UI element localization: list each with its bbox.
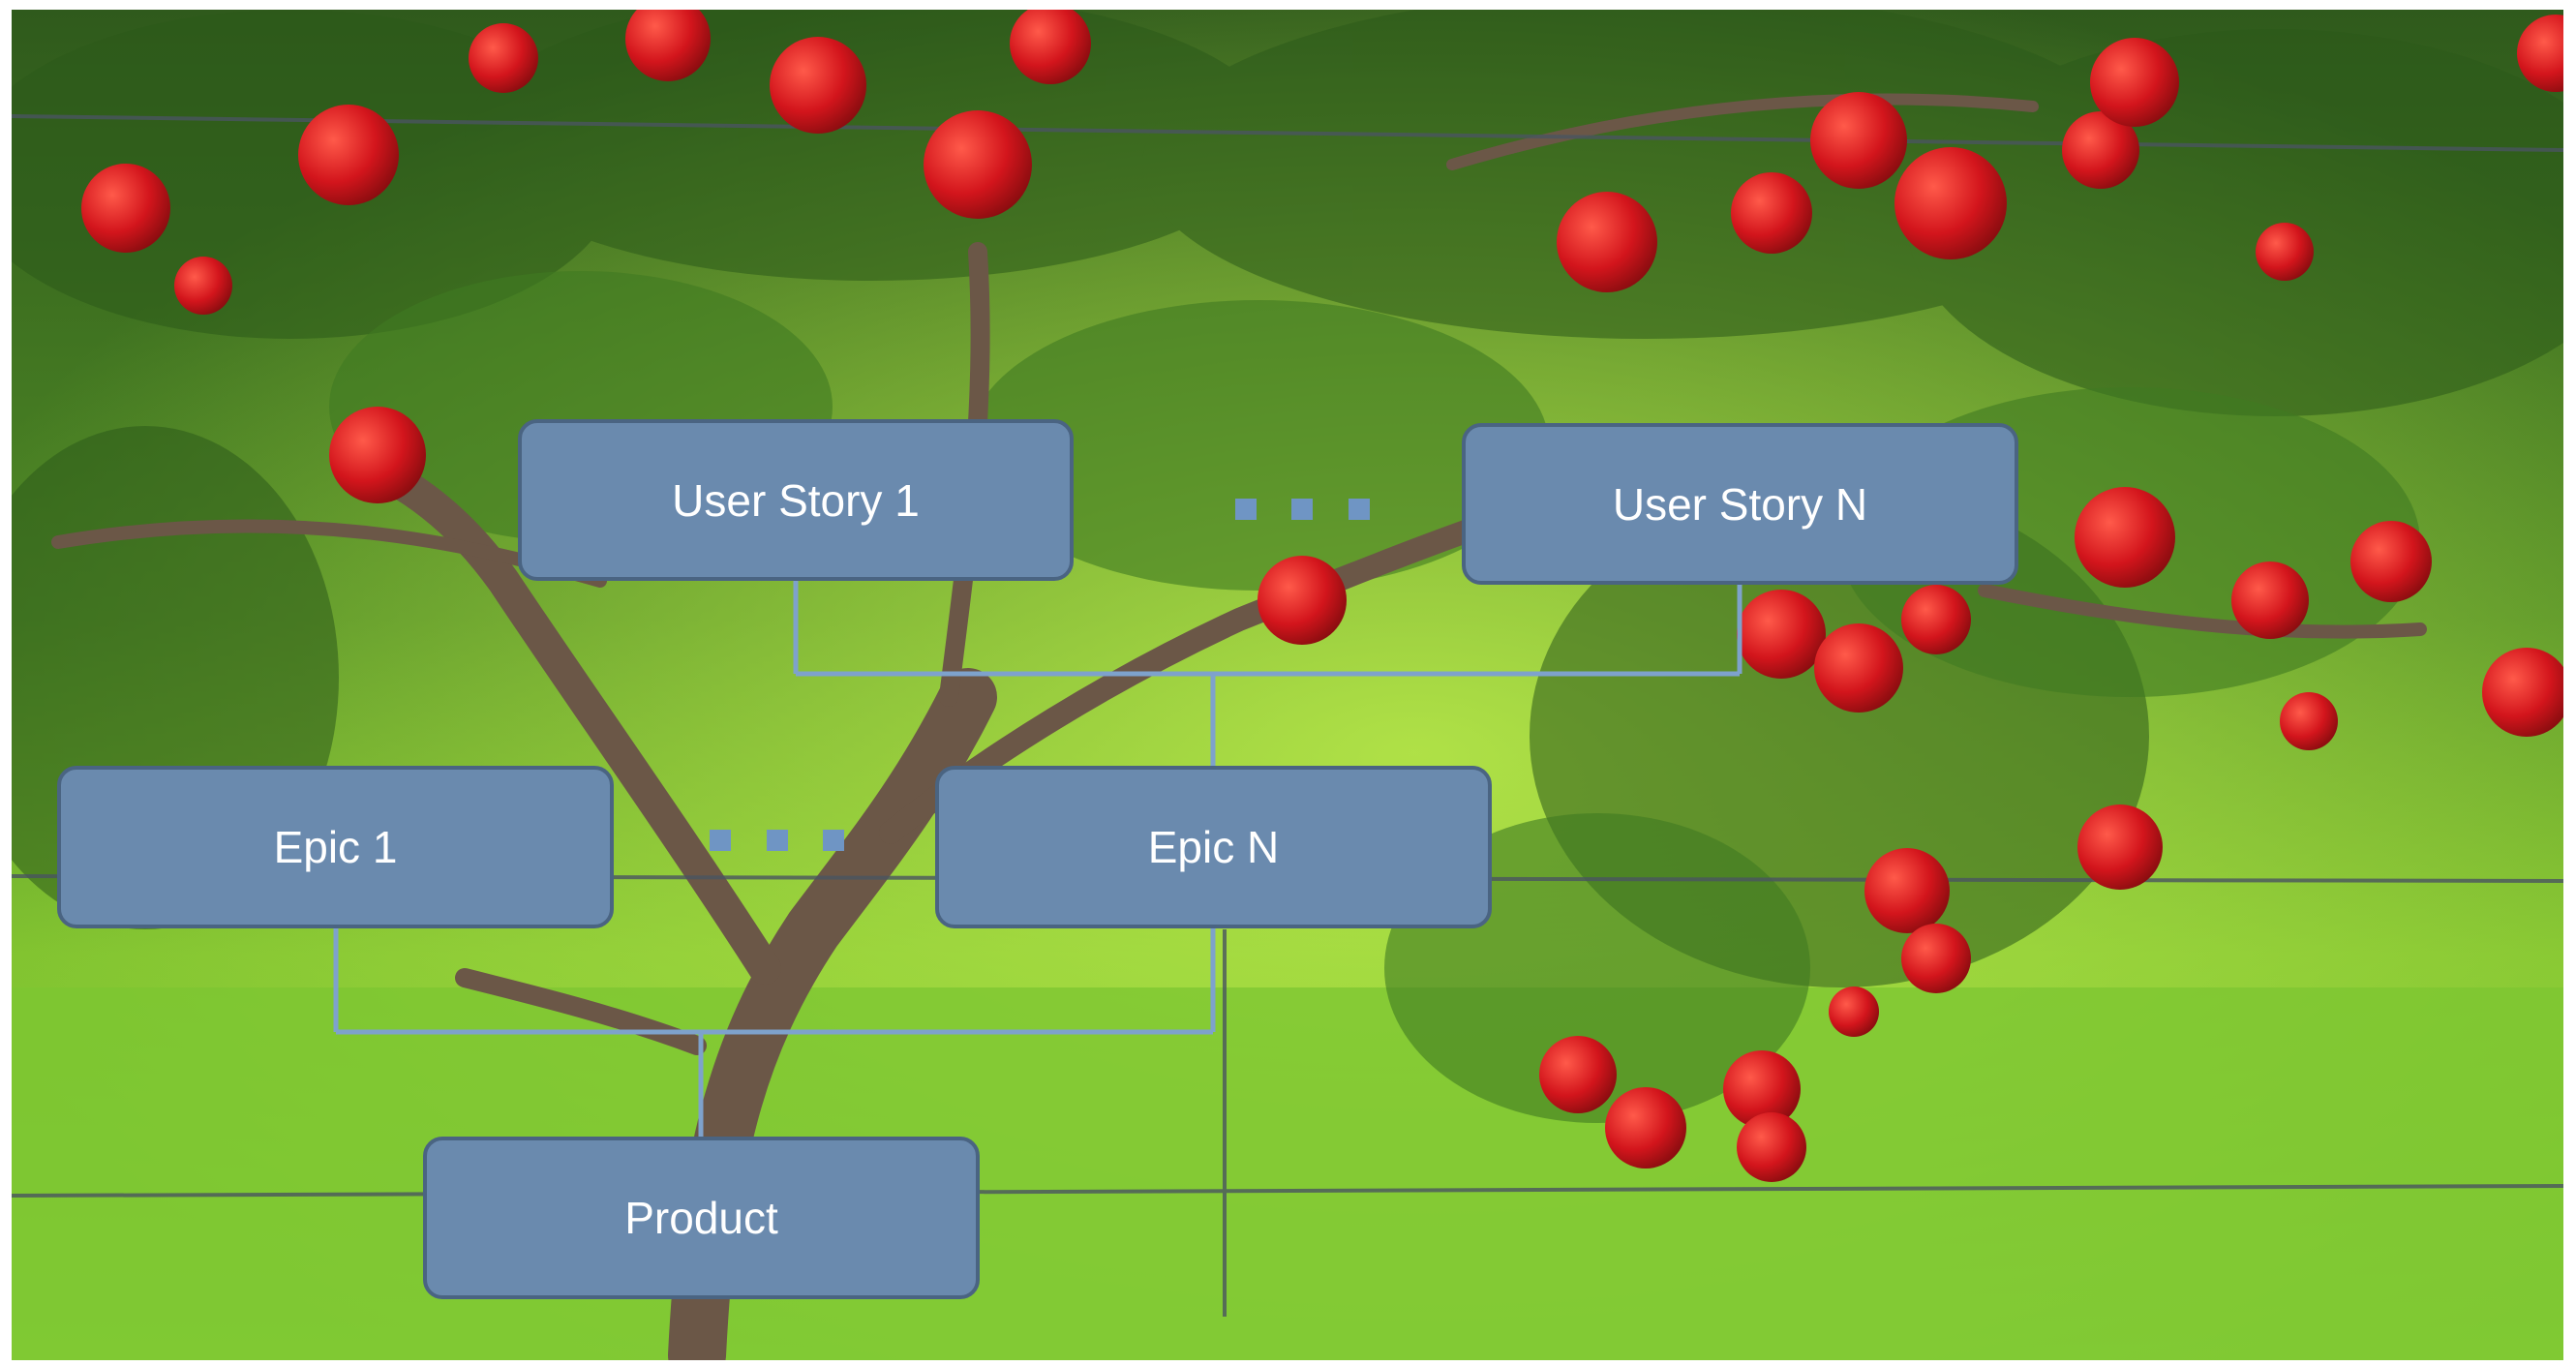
ellipsis-user-stories	[1235, 499, 1370, 520]
product-label: Product	[624, 1193, 778, 1243]
ellipsis-dot	[710, 830, 731, 851]
ellipsis-dot	[1349, 499, 1370, 520]
ellipsis-dot	[1235, 499, 1257, 520]
user-story-1-box: User Story 1	[518, 419, 1074, 581]
user-story-n-box: User Story N	[1462, 423, 2018, 585]
ellipsis-dot	[823, 830, 844, 851]
product-box: Product	[423, 1137, 980, 1299]
user-story-1-label: User Story 1	[672, 474, 920, 526]
epic-1-label: Epic 1	[273, 822, 398, 872]
epic-n-label: Epic N	[1147, 822, 1280, 872]
epic-n-box: Epic N	[935, 766, 1492, 928]
ellipsis-epics	[710, 830, 844, 851]
ellipsis-dot	[1291, 499, 1313, 520]
user-story-n-label: User Story N	[1612, 478, 1868, 530]
epic-1-box: Epic 1	[57, 766, 614, 928]
ellipsis-dot	[767, 830, 788, 851]
